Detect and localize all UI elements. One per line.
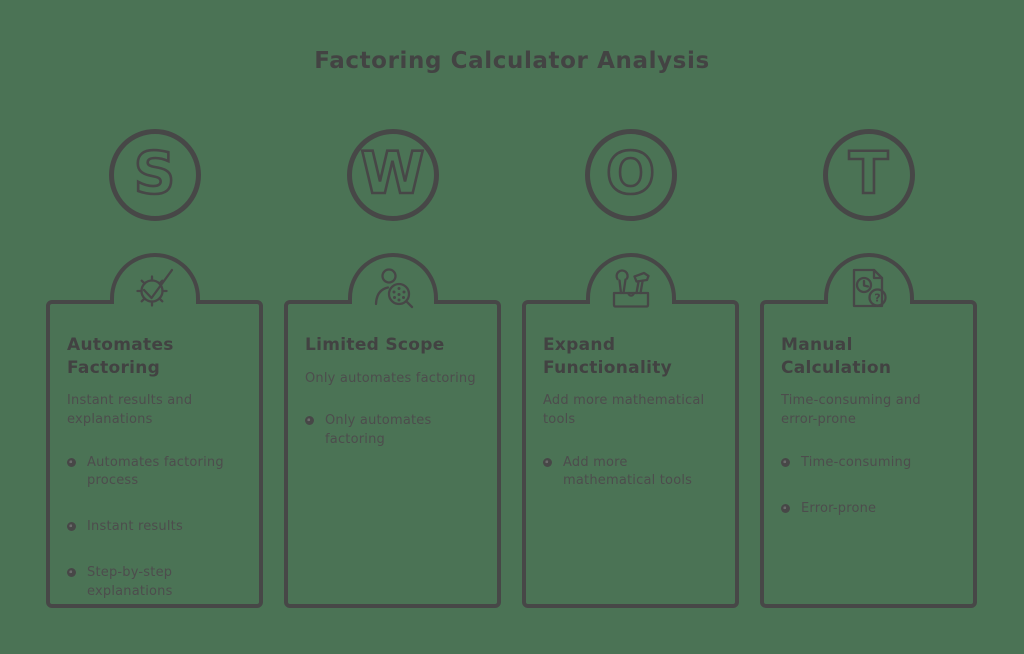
bullet-dot-icon	[67, 457, 76, 467]
strengths-letter-badge: S	[108, 129, 201, 221]
bullet-list: Add more mathematical tools	[543, 454, 719, 490]
letter-t: T	[847, 139, 889, 207]
threats-card-body: Manual Calculation Time-consuming and er…	[760, 300, 977, 546]
card-subtitle: Add more mathematical tools	[543, 393, 705, 428]
card-subtitle: Instant results and explanations	[67, 393, 193, 428]
list-item: Step-by-step explanations	[67, 564, 243, 600]
bullet-dot-icon	[543, 457, 552, 467]
bullet-text: Add more mathematical tools	[563, 454, 693, 489]
bullet-dot-icon	[67, 522, 76, 532]
bullet-text: Error-prone	[801, 501, 877, 517]
swot-column-weaknesses: W Limited Scope Only automates factoring	[284, 0, 501, 654]
card-subtitle: Time-consuming and error-prone	[781, 393, 921, 428]
bullet-text: Time-consuming	[801, 454, 912, 470]
swot-column-opportunities: O Expand Functionality Add more mathemat…	[522, 0, 739, 654]
list-item: Only automates factoring	[305, 412, 481, 448]
svg-text:?: ?	[874, 292, 880, 305]
card-title: Manual Calculation	[781, 335, 892, 378]
letter-o: O	[605, 139, 657, 207]
list-item: Add more mathematical tools	[543, 454, 719, 490]
toolbox-icon	[607, 263, 655, 311]
page-title: Factoring Calculator Analysis	[314, 48, 710, 74]
opportunities-letter-badge: O	[584, 129, 677, 221]
bullet-list: Only automates factoring	[305, 412, 481, 448]
list-item: Error-prone	[781, 500, 957, 518]
bullet-text: Step-by-step explanations	[87, 565, 173, 599]
bullet-dot-icon	[67, 568, 76, 578]
gear-check-icon	[131, 263, 179, 311]
threats-letter-badge: T	[822, 129, 915, 221]
weaknesses-card-body: Limited Scope Only automates factoring O…	[284, 300, 501, 477]
bullet-text: Only automates factoring	[325, 413, 432, 447]
list-item: Instant results	[67, 518, 243, 536]
list-item: Time-consuming	[781, 454, 957, 472]
bullet-dot-icon	[781, 457, 790, 467]
bullet-list: Time-consuming Error-prone	[781, 454, 957, 518]
swot-column-strengths: S Automates Factoring Instant results an…	[46, 0, 263, 654]
letter-s: S	[132, 139, 176, 207]
card-title: Expand Functionality	[543, 335, 673, 378]
document-clock-question-icon: ?	[845, 263, 893, 311]
letter-w: W	[359, 139, 426, 207]
weaknesses-letter-badge: W	[346, 129, 439, 221]
bullet-dot-icon	[781, 504, 790, 514]
swot-column-threats: T ? Manual Calculation Time-consuming an…	[760, 0, 977, 654]
strengths-card-body: Automates Factoring Instant results and …	[46, 300, 263, 629]
list-item: Automates factoring process	[67, 454, 243, 490]
card-title: Limited Scope	[305, 335, 445, 355]
card-subtitle: Only automates factoring	[305, 370, 476, 386]
bullet-dot-icon	[305, 416, 314, 426]
bullet-text: Instant results	[87, 519, 183, 535]
opportunities-card-body: Expand Functionality Add more mathematic…	[522, 300, 739, 518]
bullet-list: Automates factoring process Instant resu…	[67, 454, 243, 601]
person-magnifier-icon	[369, 263, 417, 311]
card-title: Automates Factoring	[67, 335, 174, 378]
bullet-text: Automates factoring process	[87, 454, 224, 489]
